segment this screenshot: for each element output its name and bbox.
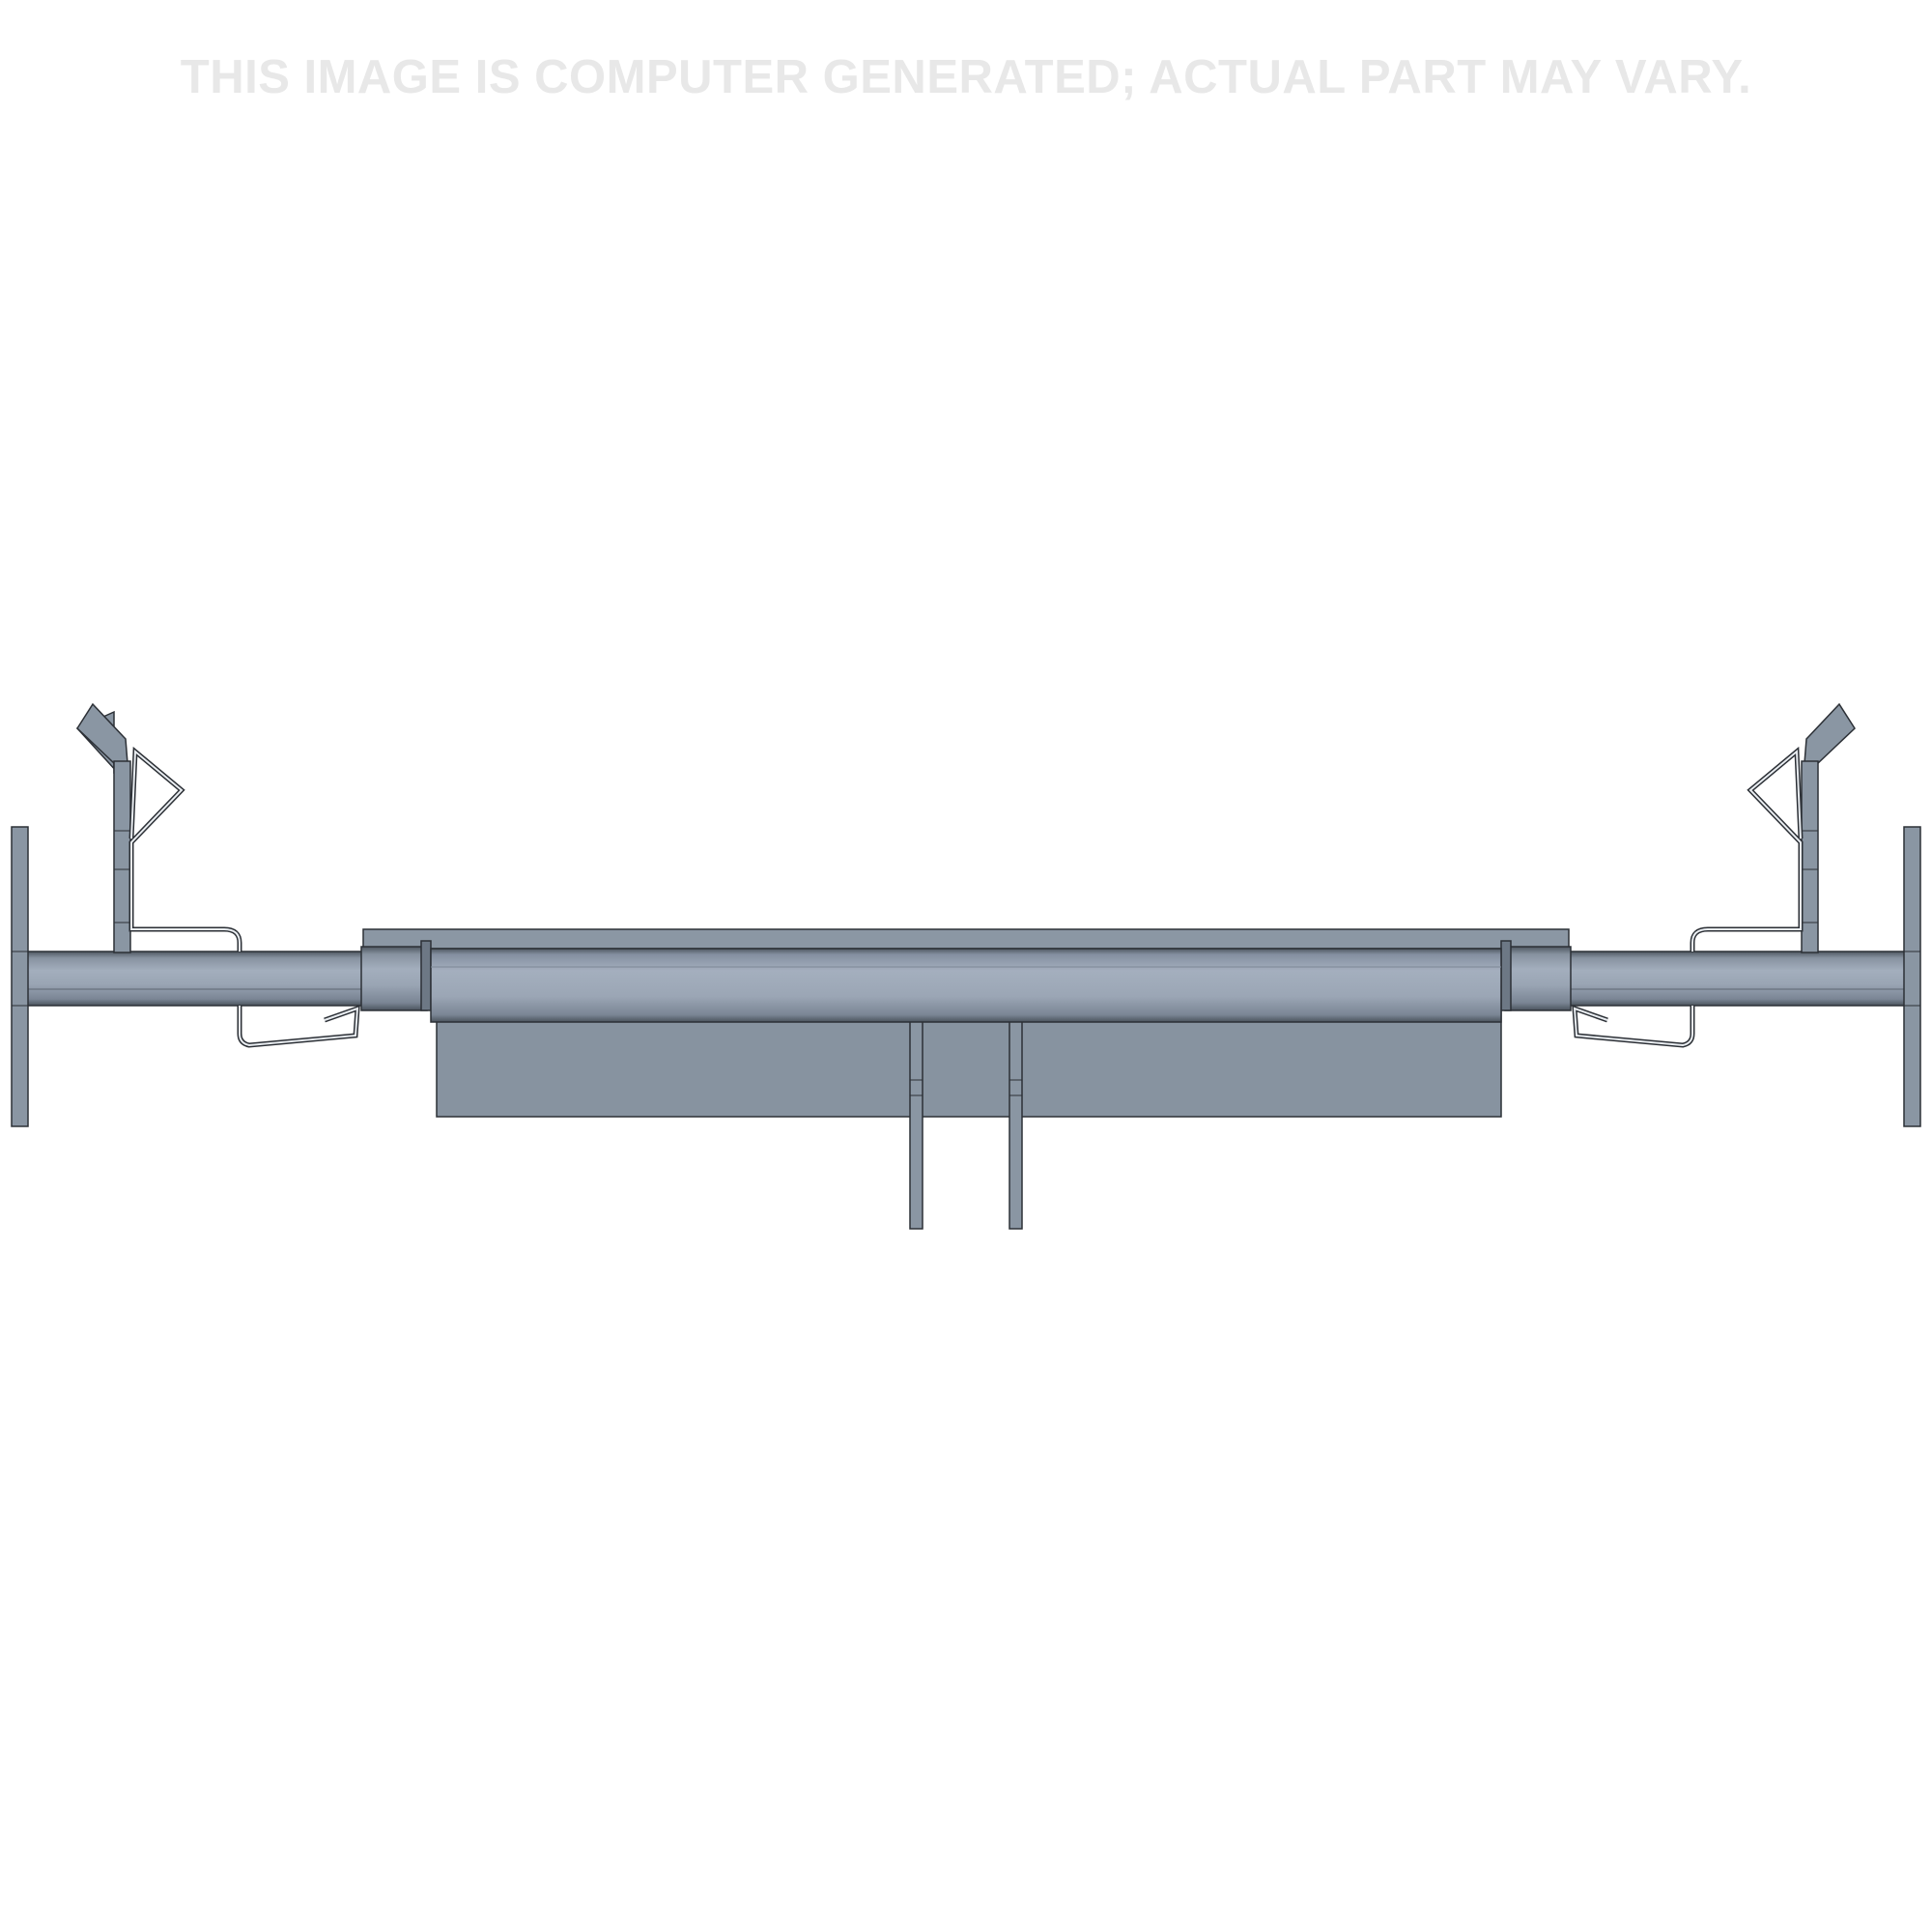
left-end-flange xyxy=(11,826,29,1127)
main-axle-tube xyxy=(430,948,1502,1023)
left-sleeve-collar xyxy=(360,946,428,1011)
disclaimer-watermark: THIS IMAGE IS COMPUTER GENERATED; ACTUAL… xyxy=(180,51,1752,103)
center-hanger-bars xyxy=(909,1000,1023,1230)
left-upright-bracket xyxy=(75,702,131,953)
upper-channel-bar xyxy=(362,928,1570,950)
right-end-flange xyxy=(1903,826,1921,1127)
right-upright-bracket xyxy=(1801,702,1856,953)
right-sleeve-collar xyxy=(1504,946,1572,1011)
right-spring-clip-highlight xyxy=(1573,749,1802,1047)
right-spindle-tube xyxy=(1566,951,1916,1007)
left-tube-ring xyxy=(420,940,432,1011)
left-spindle-tube xyxy=(16,951,366,1007)
lower-mounting-plate xyxy=(436,1006,1502,1118)
left-spring-clip-highlight xyxy=(130,749,359,1047)
right-tube-ring xyxy=(1500,940,1512,1011)
